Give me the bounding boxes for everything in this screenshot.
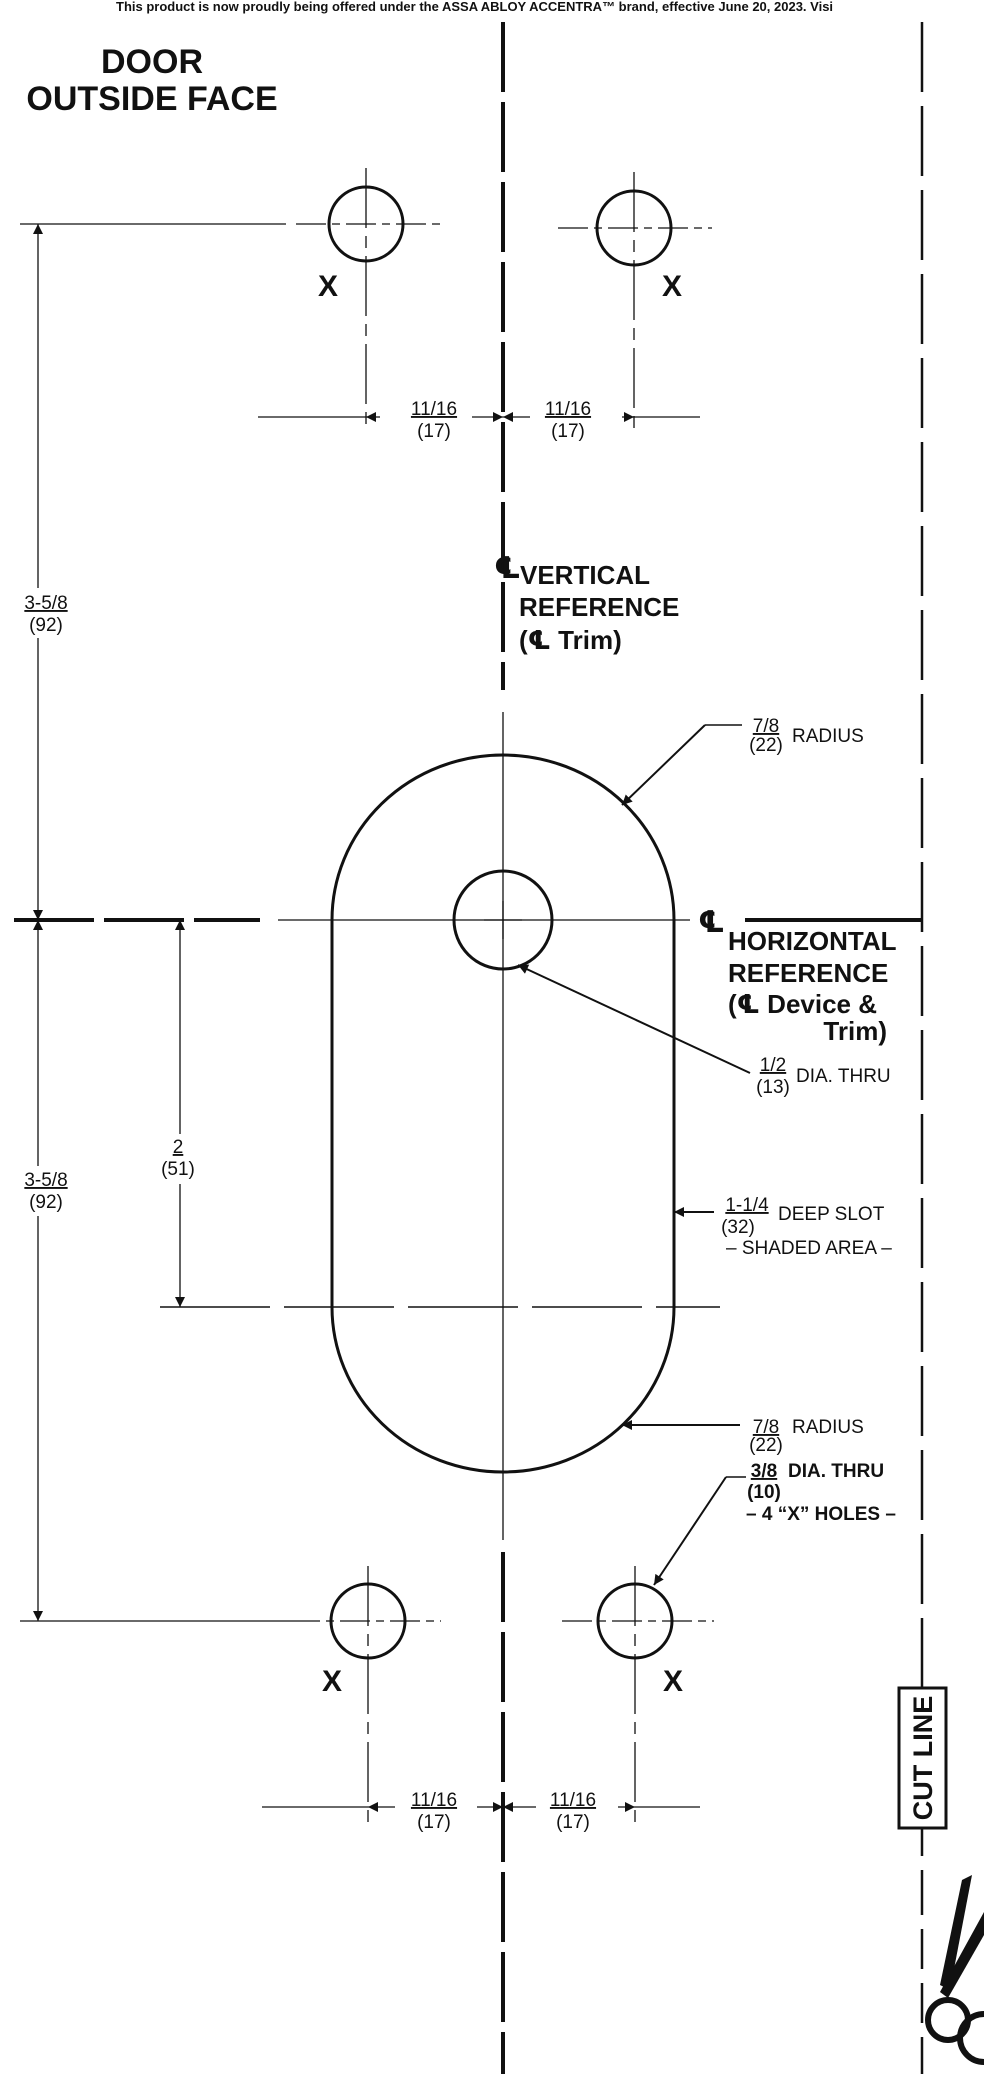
svg-text:HORIZONTAL: HORIZONTAL <box>728 926 897 956</box>
svg-text:(17): (17) <box>417 1812 451 1833</box>
svg-text:(92): (92) <box>29 615 63 636</box>
svg-text:(22): (22) <box>749 1435 783 1456</box>
svg-text:Trim): Trim) <box>823 1016 887 1046</box>
x-marker: X <box>662 270 682 303</box>
top-radius-callout: 7/8 (22) RADIUS <box>621 716 864 806</box>
svg-text:DIA. THRU: DIA. THRU <box>788 1461 884 1482</box>
svg-text:DIA. THRU: DIA. THRU <box>796 1066 891 1087</box>
x-hole-bottom-left <box>290 1566 441 1826</box>
svg-text:RADIUS: RADIUS <box>792 1417 864 1438</box>
horizontal-reference-label: ℄ HORIZONTAL REFERENCE (℄ Device & Trim) <box>698 906 897 1046</box>
svg-text:RADIUS: RADIUS <box>792 726 864 747</box>
center-hole <box>452 869 554 971</box>
x-holes-callout: 3/8 (10) DIA. THRU – 4 “X” HOLES – <box>653 1461 896 1586</box>
svg-text:DOOR: DOOR <box>101 43 203 81</box>
centerline-symbol: ℄ <box>698 906 725 939</box>
svg-text:OUTSIDE FACE: OUTSIDE FACE <box>26 80 277 118</box>
svg-text:1-1/4: 1-1/4 <box>725 1195 769 1216</box>
scissors-icon <box>905 1875 984 2074</box>
x-marker: X <box>322 1665 342 1698</box>
svg-text:11/16: 11/16 <box>550 1790 596 1811</box>
center-hole-callout: 1/2 (13) DIA. THRU <box>517 964 891 1098</box>
svg-text:REFERENCE: REFERENCE <box>519 592 679 622</box>
svg-text:CUT LINE: CUT LINE <box>908 1696 938 1821</box>
x-marker: X <box>663 1665 683 1698</box>
top-offset-dimension: 11/16 (17) 11/16 (17) <box>258 396 700 442</box>
svg-text:11/16: 11/16 <box>545 399 591 420</box>
upper-vertical-dimension: 3-5/8 (92) <box>14 223 286 920</box>
x-hole-bottom-right <box>562 1566 714 1826</box>
door-outside-face-label: DOOR OUTSIDE FACE <box>26 43 277 118</box>
cut-line-label: CUT LINE <box>897 1686 948 1830</box>
svg-text:11/16: 11/16 <box>411 399 457 420</box>
svg-text:– 4 “X” HOLES –: – 4 “X” HOLES – <box>746 1504 896 1525</box>
svg-text:2: 2 <box>173 1137 184 1158</box>
svg-text:(51): (51) <box>161 1159 195 1180</box>
svg-text:(℄ Trim): (℄ Trim) <box>519 625 622 655</box>
bottom-radius-callout: 7/8 (22) RADIUS <box>622 1417 864 1456</box>
svg-text:(17): (17) <box>417 421 451 442</box>
svg-text:VERTICAL: VERTICAL <box>520 560 650 590</box>
svg-text:– SHADED AREA –: – SHADED AREA – <box>726 1238 892 1259</box>
svg-text:(32): (32) <box>721 1217 755 1238</box>
svg-text:11/16: 11/16 <box>411 1790 457 1811</box>
brand-banner: This product is now proudly being offere… <box>116 0 833 14</box>
svg-text:3-5/8: 3-5/8 <box>24 593 67 614</box>
svg-text:(℄ Device &: (℄ Device & <box>728 989 877 1019</box>
svg-text:(22): (22) <box>749 735 783 756</box>
x-marker: X <box>318 270 338 303</box>
x-hole-top-right <box>558 172 712 436</box>
svg-text:7/8: 7/8 <box>753 1417 779 1438</box>
x-hole-top-left <box>296 168 441 432</box>
svg-text:3-5/8: 3-5/8 <box>24 1170 67 1191</box>
svg-text:(17): (17) <box>556 1812 590 1833</box>
svg-text:(17): (17) <box>551 421 585 442</box>
deep-slot-outline <box>330 753 676 1474</box>
svg-text:(10): (10) <box>747 1482 781 1503</box>
lower-vertical-dimension: 3-5/8 (92) <box>14 920 290 1622</box>
svg-text:3/8: 3/8 <box>751 1461 777 1482</box>
bottom-offset-dimension: 11/16 (17) 11/16 (17) <box>262 1786 700 1833</box>
svg-text:REFERENCE: REFERENCE <box>728 958 888 988</box>
svg-text:DEEP SLOT: DEEP SLOT <box>778 1204 885 1225</box>
svg-text:1/2: 1/2 <box>760 1055 786 1076</box>
svg-text:7/8: 7/8 <box>753 716 779 737</box>
deep-slot-callout: 1-1/4 (32) DEEP SLOT – SHADED AREA – <box>674 1195 892 1259</box>
svg-text:(92): (92) <box>29 1192 63 1213</box>
vertical-reference-label: ℄ VERTICAL REFERENCE (℄ Trim) <box>494 552 679 655</box>
svg-text:(13): (13) <box>756 1077 790 1098</box>
centerline-symbol: ℄ <box>494 552 521 585</box>
slot-length-dimension: 2 (51) <box>152 920 208 1307</box>
